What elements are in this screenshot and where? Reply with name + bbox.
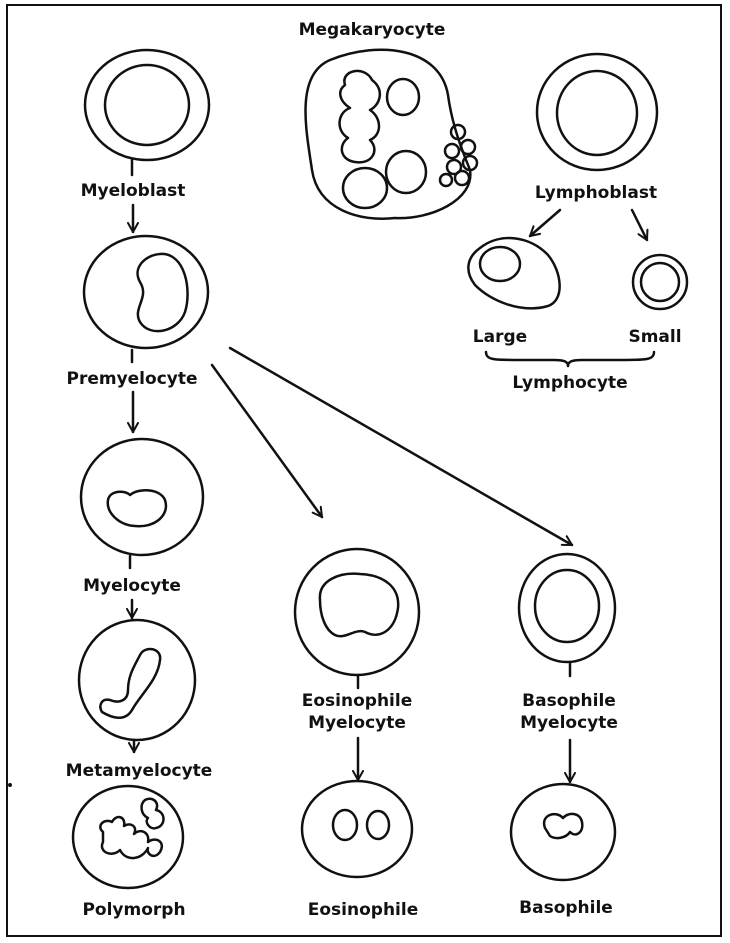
label-basophile: Basophile xyxy=(519,897,613,919)
label-premyelocyte: Premyelocyte xyxy=(66,368,197,390)
speck-mark xyxy=(8,783,12,787)
eosinophile-myelocyte-cell xyxy=(295,549,419,675)
megakaryocyte-cell xyxy=(306,50,477,219)
metamyelocyte-cell xyxy=(79,620,195,740)
label-basophile-myelocyte: Basophile Myelocyte xyxy=(469,690,669,734)
label-eosinophile: Eosinophile xyxy=(308,899,418,921)
premyelocyte-cell xyxy=(84,236,208,348)
label-myelocyte: Myelocyte xyxy=(83,575,181,597)
basophile-myelocyte-cell xyxy=(519,554,615,662)
label-line: Myelocyte xyxy=(469,712,669,734)
arrow-lymphoblast-large xyxy=(530,210,560,236)
label-metamyelocyte: Metamyelocyte xyxy=(66,760,213,782)
small-lymphocyte-cell xyxy=(633,255,687,309)
label-myeloblast: Myeloblast xyxy=(81,180,186,202)
basophile-cell xyxy=(511,784,615,880)
label-line: Myelocyte xyxy=(257,712,457,734)
label-lymphoblast: Lymphoblast xyxy=(535,182,657,204)
arrow-lymphoblast-small xyxy=(632,210,647,240)
label-megakaryocyte: Megakaryocyte xyxy=(299,19,446,41)
eosinophile-cell xyxy=(302,781,412,877)
myeloblast-cell xyxy=(85,50,209,160)
lymphoblast-cell xyxy=(537,54,657,170)
large-lymphocyte-cell xyxy=(468,238,559,308)
myelocyte-cell xyxy=(81,439,203,555)
label-lymphocyte: Lymphocyte xyxy=(512,372,627,394)
lymphocyte-brace xyxy=(486,352,654,366)
arrow-premyelocyte-eosinophile-myelocyte xyxy=(212,365,322,517)
label-line: Basophile xyxy=(469,690,669,712)
label-eosinophile-myelocyte: Eosinophile Myelocyte xyxy=(257,690,457,734)
polymorph-cell xyxy=(73,786,183,888)
label-polymorph: Polymorph xyxy=(82,899,185,921)
label-small: Small xyxy=(628,326,681,348)
label-line: Eosinophile xyxy=(257,690,457,712)
label-large: Large xyxy=(473,326,527,348)
